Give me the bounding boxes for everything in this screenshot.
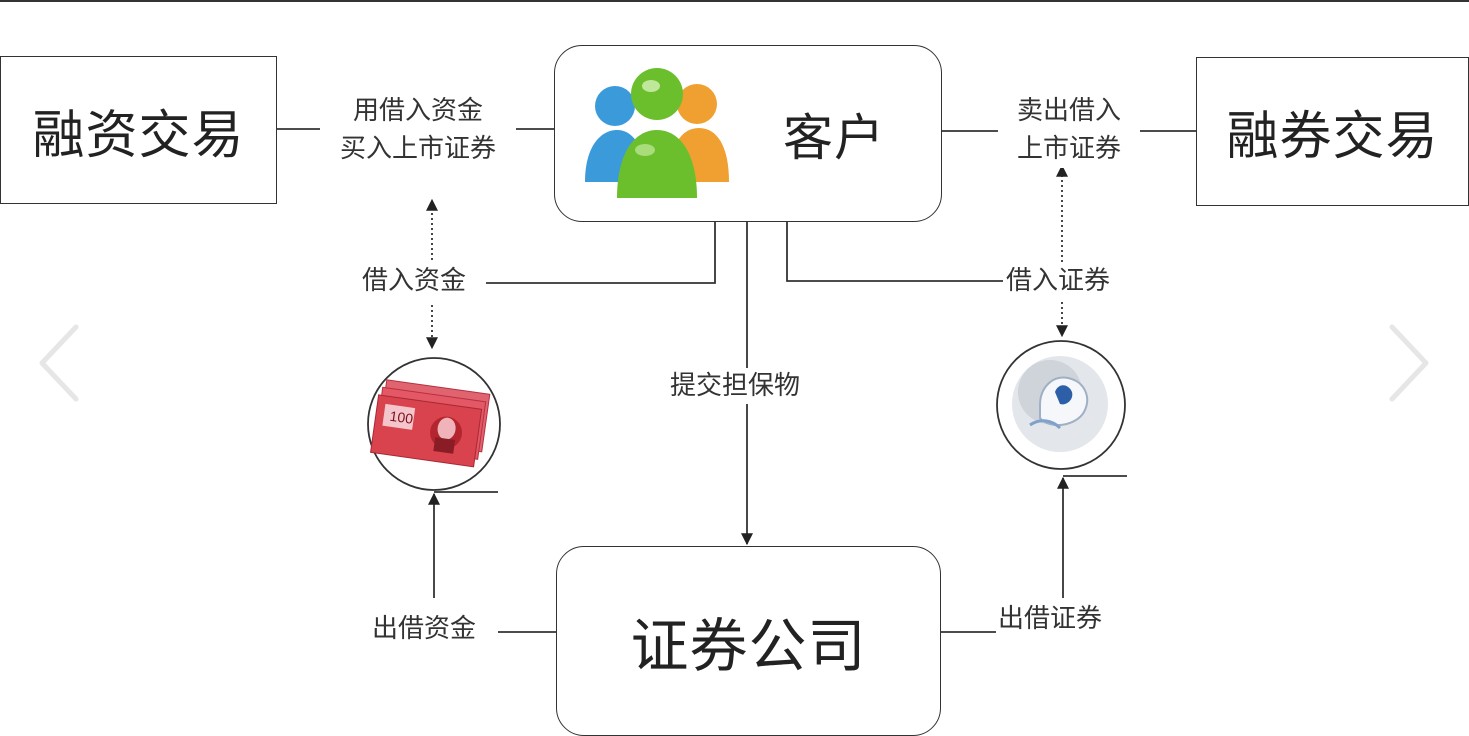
label-submit-collateral: 提交担保物 [668, 368, 803, 404]
label-buy-line2: 买入上市证券 [339, 134, 496, 164]
broker-box: 证券公司 [556, 546, 941, 736]
line-borrow-securities [786, 222, 1003, 282]
label-buy-with-borrowed-funds: 用借入资金 买入上市证券 [320, 92, 516, 168]
label-borrow-securities: 借入证券 [1004, 263, 1113, 299]
client-box: 客户 [554, 45, 942, 222]
short-selling-box: 融券交易 [1196, 57, 1469, 206]
people-group-icon [585, 67, 729, 198]
line-borrow-funds [486, 222, 716, 284]
label-lend-securities: 出借证券 [996, 601, 1105, 637]
financing-box: 融资交易 [0, 56, 277, 204]
prev-button[interactable] [28, 318, 88, 408]
label-sell-line1: 卖出借入 [1016, 96, 1121, 126]
short-selling-label: 融券交易 [1226, 107, 1439, 167]
connector-lines: 100 [276, 128, 1197, 633]
label-buy-line1: 用借入资金 [352, 96, 483, 126]
chevron-right-icon [1389, 324, 1429, 402]
banknotes-icon: 100 [370, 379, 491, 468]
financing-label: 融资交易 [32, 105, 245, 166]
label-sell-borrowed-securities: 卖出借入 上市证券 [998, 92, 1140, 168]
label-borrow-funds: 借入资金 [360, 263, 469, 299]
chevron-left-icon [39, 324, 79, 402]
svg-text:100: 100 [389, 408, 415, 427]
label-lend-funds: 出借资金 [370, 611, 479, 647]
stock-certificate-icon [1012, 356, 1108, 452]
client-label: 客户 [783, 108, 885, 167]
top-rule [0, 0, 1469, 2]
label-sell-line2: 上市证券 [1016, 134, 1121, 164]
broker-label: 证券公司 [630, 612, 867, 680]
next-button[interactable] [1380, 318, 1440, 408]
